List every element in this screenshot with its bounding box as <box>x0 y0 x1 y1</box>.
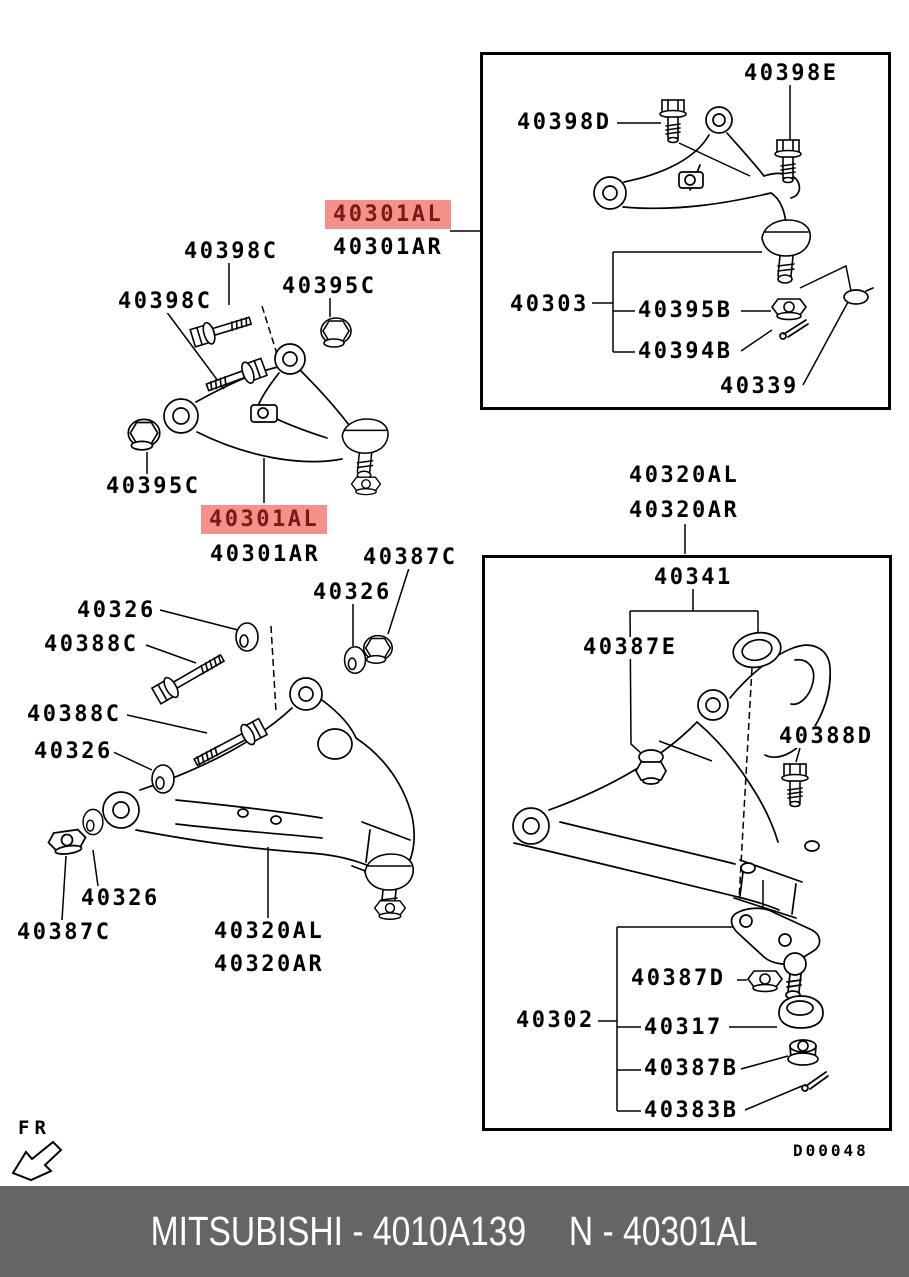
footer-bar: MITSUBISHI - 4010A139 N - 40301AL <box>0 1186 909 1277</box>
upper-arm-detail-drawing <box>593 99 874 340</box>
part-label-40398c-b: 40398C <box>117 289 214 314</box>
part-label-40341: 40341 <box>653 565 734 590</box>
part-label-40326-a: 40326 <box>76 598 157 623</box>
part-label-40394b: 40394B <box>637 339 734 364</box>
part-label-40387c-top: 40387C <box>362 545 459 570</box>
upper-arm-detail-box <box>480 52 891 410</box>
part-label-40398c-a: 40398C <box>183 239 280 264</box>
part-label-40301al-highlighted-top[interactable]: 40301AL <box>325 200 452 229</box>
part-label-40339: 40339 <box>719 374 800 399</box>
part-label-40383b: 40383B <box>643 1098 740 1123</box>
part-label-40326-c: 40326 <box>312 580 393 605</box>
part-label-40387d: 40387D <box>630 966 727 991</box>
part-label-40387e: 40387E <box>582 635 679 660</box>
part-label-40398e: 40398E <box>743 61 840 86</box>
part-label-40388c-a: 40388C <box>43 632 140 657</box>
part-label-40395c-b: 40395C <box>105 474 202 499</box>
lower-arm-detail-box <box>482 555 892 1131</box>
part-label-40326-d: 40326 <box>80 886 161 911</box>
part-label-40388c-b: 40388C <box>26 702 123 727</box>
footer-brand-catalog: MITSUBISHI - 4010A139 <box>150 1208 527 1254</box>
part-label-40320ar-left: 40320AR <box>213 952 326 977</box>
fr-label: FR <box>18 1117 51 1139</box>
part-label-40303: 40303 <box>509 292 590 317</box>
part-label-40320al-right: 40320AL <box>628 463 741 488</box>
footer-text: MITSUBISHI - 4010A139 N - 40301AL <box>151 1208 758 1255</box>
upper-arm-left-drawing <box>127 309 389 496</box>
fr-direction-arrow-icon <box>11 1140 63 1182</box>
part-label-40398d: 40398D <box>516 110 613 135</box>
leader-lines <box>61 84 852 1112</box>
lower-arm-left-drawing <box>46 622 415 921</box>
part-label-40387c-bottom: 40387C <box>16 920 113 945</box>
part-label-40302: 40302 <box>515 1008 596 1033</box>
part-label-40320ar-right: 40320AR <box>628 498 741 523</box>
diagram-code: D00048 <box>793 1141 869 1160</box>
part-label-40301al-highlighted-bottom[interactable]: 40301AL <box>201 505 328 534</box>
part-label-40320al-left: 40320AL <box>213 919 326 944</box>
part-label-40387b: 40387B <box>643 1056 740 1081</box>
footer-reference: N - 40301AL <box>569 1208 759 1254</box>
part-label-40388d: 40388D <box>778 724 875 749</box>
part-label-40395c-a: 40395C <box>281 274 378 299</box>
part-label-40301ar-bottom: 40301AR <box>209 542 322 567</box>
part-label-40395b: 40395B <box>637 298 734 323</box>
part-label-40317: 40317 <box>643 1015 724 1040</box>
part-label-40326-b: 40326 <box>33 739 114 764</box>
lower-arm-detail-drawing <box>512 631 831 1092</box>
part-label-40301ar-top: 40301AR <box>332 235 445 260</box>
